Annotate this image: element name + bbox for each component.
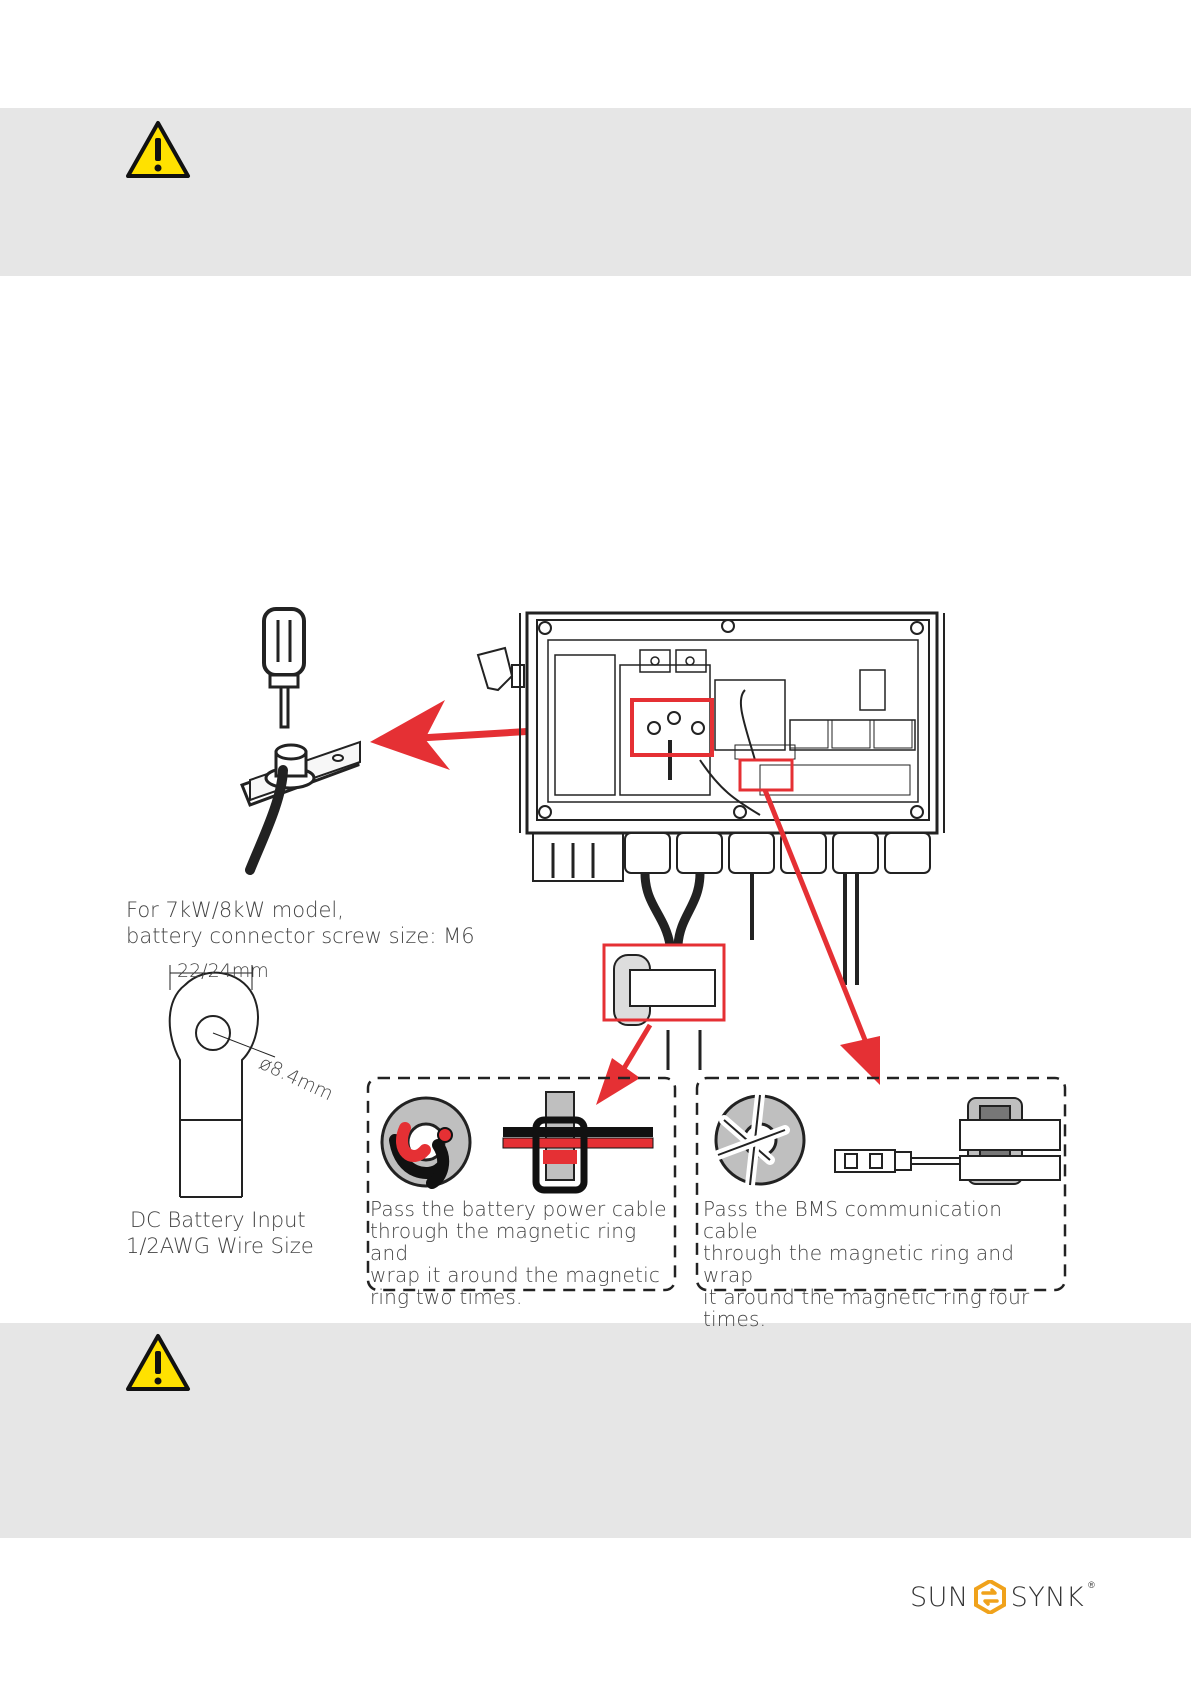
inverter-enclosure	[476, 611, 945, 1070]
logo-right-word: SYNK	[1010, 1581, 1085, 1613]
card-line: Pass the battery power cable	[370, 1197, 667, 1221]
screw-size-note: For 7kW/8kW model, battery connector scr…	[126, 897, 506, 949]
warning-triangle-icon	[126, 121, 190, 178]
red-highlight-boxes	[602, 698, 794, 1022]
card-line: wrap it around the magnetic	[370, 1263, 661, 1287]
battery-lug-bolt-icon	[240, 740, 361, 875]
bms-connector-ferrite-icon	[834, 1097, 1061, 1185]
warning-band-bottom	[0, 1323, 1191, 1538]
power-cable-instruction: Pass the battery power cable through the…	[370, 1198, 675, 1308]
card-line: it around the magnetic ring four	[703, 1285, 1030, 1309]
logo-left-word: SUN	[910, 1581, 969, 1613]
card-line: through the magnetic ring and	[370, 1219, 637, 1265]
magnetic-ring-bms-cable-icon	[713, 1090, 806, 1190]
card-line: times.	[703, 1307, 767, 1331]
magnetic-ring-power-cable-icon	[380, 1096, 472, 1189]
warning-band-top	[0, 108, 1191, 276]
screwdriver-icon	[262, 607, 306, 729]
bms-cable-instruction: Pass the BMS communication cable through…	[703, 1198, 1063, 1330]
screw-note-line1: For 7kW/8kW model,	[126, 898, 344, 922]
warning-triangle-icon	[126, 1334, 190, 1391]
red-arrow-down-icons	[596, 789, 880, 1105]
card-line: Pass the BMS communication cable	[703, 1197, 1003, 1243]
lug-hole-label: ø8.4mm	[255, 1052, 337, 1106]
dc-input-line2: 1/2AWG Wire Size	[126, 1234, 314, 1258]
card-line: through the magnetic ring and wrap	[703, 1241, 1015, 1287]
lug-width-label: 22/24mm	[177, 960, 269, 982]
ferrite-core-power-cable-icon	[502, 1091, 654, 1194]
dc-battery-input-note: DC Battery Input 1/2AWG Wire Size	[126, 1207, 346, 1259]
card-line: ring two times.	[370, 1285, 523, 1309]
logo-registered-mark: ®	[1088, 1580, 1095, 1590]
sunsynk-logo: SUN SYNK ®	[910, 1572, 1095, 1622]
red-arrow-left-icon	[370, 700, 636, 770]
cable-lug-dimension-drawing	[168, 965, 276, 1198]
screw-note-line2: battery connector screw size: M6	[126, 924, 475, 948]
sunsynk-logo-mark-icon	[973, 1580, 1006, 1614]
dc-input-line1: DC Battery Input	[130, 1208, 306, 1232]
